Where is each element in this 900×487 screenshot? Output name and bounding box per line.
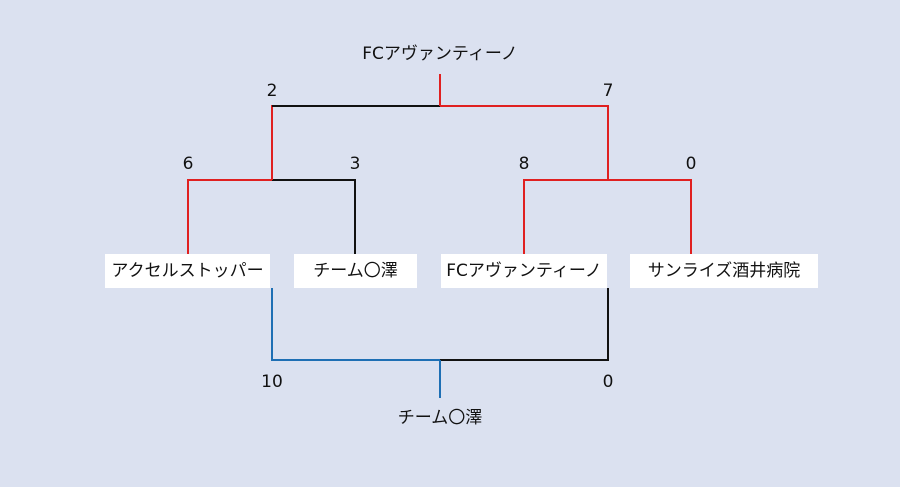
final-left-score: 2 (266, 81, 278, 101)
third-place-winner-label: チーム〇澤 (397, 408, 483, 428)
team-box-2: チーム〇澤 (294, 254, 417, 288)
team-box-1: アクセルストッパー (105, 254, 270, 288)
third-place-left-line (271, 288, 440, 361)
team-box-4: サンライズ酒井病院 (630, 254, 818, 288)
third-place-right-line (440, 288, 609, 361)
semifinal-1-left-score: 6 (182, 154, 194, 174)
third-place-right-score: 0 (602, 372, 614, 392)
champion-label: FCアヴァンティーノ (362, 44, 518, 64)
final-right-score: 7 (602, 81, 614, 101)
semifinal-2-left-score: 8 (518, 154, 530, 174)
semifinal-1-winner-line (187, 179, 272, 254)
semifinal-2-winner-line (608, 179, 692, 254)
team-box-3: FCアヴァンティーノ (441, 254, 607, 288)
third-place-left-score: 10 (261, 372, 283, 392)
semifinal-1-right-score: 3 (349, 154, 361, 174)
semifinal-1-loser-line (272, 179, 356, 254)
semifinal-2-right-score: 0 (685, 154, 697, 174)
semifinal-2-loser-line (523, 179, 608, 254)
final-right-line (440, 105, 609, 180)
